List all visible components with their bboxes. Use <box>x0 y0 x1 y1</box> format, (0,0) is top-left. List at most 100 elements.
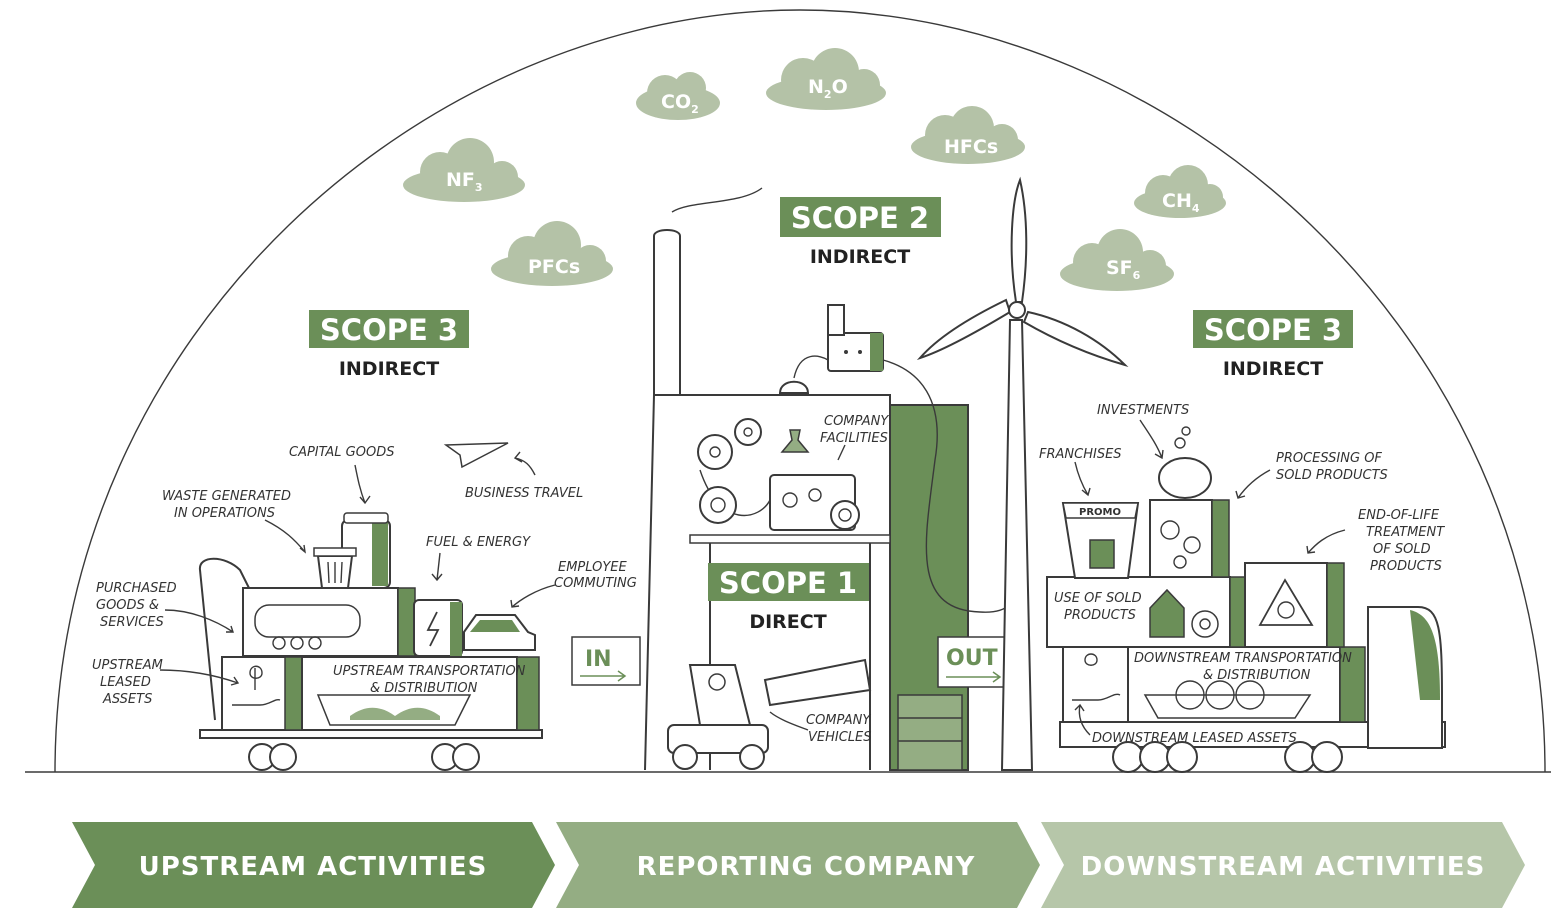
chimney <box>653 229 681 396</box>
end-of-life-label-1: END-OF-LIFE <box>1358 508 1440 523</box>
ch4-subscript: 4 <box>1192 202 1200 215</box>
in-label: IN <box>585 647 612 672</box>
n2o-tail: O <box>832 76 848 98</box>
co2-label: CO <box>661 91 691 113</box>
power-cable <box>793 355 1019 613</box>
scope3-left-banner: SCOPE 3 INDIRECT <box>309 310 469 380</box>
use-of-sold-label-1: USE OF SOLD <box>1054 591 1142 606</box>
scope2-title: SCOPE 2 <box>791 201 929 235</box>
company-facilities-label-1: COMPANY <box>824 414 889 429</box>
upstream-leased-label-3: ASSETS <box>102 692 152 707</box>
nf3-cloud: NF3 <box>403 138 525 202</box>
ship-icon <box>316 694 472 726</box>
purchased-label-3: SERVICES <box>100 615 164 630</box>
wind-turbine <box>916 176 1129 771</box>
end-of-life-label-2: TREATMENT <box>1366 525 1445 540</box>
scope3-left-subtitle: INDIRECT <box>339 358 439 380</box>
n2o-cloud: N2O <box>766 48 886 110</box>
promo-label: PROMO <box>1079 507 1121 518</box>
company-facilities-label-2: FACILITIES <box>820 431 888 446</box>
out-label: OUT <box>946 646 998 671</box>
scope2-subtitle: INDIRECT <box>810 246 910 268</box>
wheel-icon <box>699 486 737 524</box>
sf6-subscript: 6 <box>1133 269 1141 282</box>
lamp-icon <box>778 380 810 394</box>
key-hand-icon <box>232 665 281 706</box>
svg-text:CO2: CO2 <box>661 91 699 116</box>
downstream-activities-label: DOWNSTREAM ACTIVITIES <box>1081 852 1486 882</box>
processing-label-1: PROCESSING OF <box>1276 451 1382 466</box>
dome-outline <box>54 9 1546 773</box>
smoke-wisp <box>671 187 763 213</box>
use-of-sold-label-2: PRODUCTS <box>1064 608 1136 623</box>
reporting-company-label: REPORTING COMPANY <box>637 852 976 882</box>
hfcs-label: HFCs <box>944 136 998 158</box>
scope2-banner: SCOPE 2 INDIRECT <box>780 197 941 268</box>
scope3-left-title: SCOPE 3 <box>320 313 458 347</box>
pfcs-cloud: PFCs <box>491 221 613 286</box>
downstream-leased-label: DOWNSTREAM LEASED ASSETS <box>1092 731 1297 746</box>
roll-icon <box>830 500 860 530</box>
downstream-transport-label-1: DOWNSTREAM TRANSPORTATION <box>1134 651 1352 666</box>
scope1-title: SCOPE 1 <box>719 566 857 600</box>
ch4-label: CH <box>1162 190 1192 212</box>
forklift <box>667 658 872 770</box>
end-of-life-label-3: OF SOLD <box>1373 542 1431 557</box>
co2-cloud: CO2 <box>636 72 720 120</box>
gear-icon <box>697 434 733 470</box>
downstream-transport-label-2: & DISTRIBUTION <box>1203 668 1311 683</box>
upstream-cart <box>199 442 543 771</box>
company-vehicles-label-1: COMPANY <box>806 713 871 728</box>
nf3-subscript: 3 <box>475 181 483 194</box>
gear-icon <box>1183 536 1201 554</box>
key-hand-icon <box>1072 653 1121 701</box>
svg-text:CH4: CH4 <box>1162 190 1200 215</box>
waste-label-1: WASTE GENERATED <box>162 489 291 504</box>
svg-text:SF6: SF6 <box>1106 257 1141 282</box>
employee-commuting-label-2: COMMUTING <box>554 576 637 591</box>
in-box: IN <box>571 636 641 686</box>
scope3-right-title: SCOPE 3 <box>1204 313 1342 347</box>
end-of-life-label-4: PRODUCTS <box>1370 559 1442 574</box>
bottom-arrow-reporting: REPORTING COMPANY <box>556 822 1040 908</box>
svg-text:NF3: NF3 <box>446 169 483 194</box>
processing-label-2: SOLD PRODUCTS <box>1276 468 1388 483</box>
hfcs-cloud: HFCs <box>911 106 1025 164</box>
paper-plane-icon <box>443 442 509 469</box>
capital-goods-label: CAPITAL GOODS <box>289 445 394 460</box>
waste-label-2: IN OPERATIONS <box>174 506 275 521</box>
upstream-transport-label-1: UPSTREAM TRANSPORTATION <box>333 664 526 679</box>
purchased-label-2: GOODS & <box>96 598 159 613</box>
house-icon <box>1149 588 1185 638</box>
flask-icon <box>780 429 810 453</box>
franchises-label: FRANCHISES <box>1039 447 1122 462</box>
sf6-cloud: SF6 <box>1060 229 1174 291</box>
factory-door <box>897 694 963 771</box>
nf3-label: NF <box>446 169 475 191</box>
bottom-arrow-upstream: UPSTREAM ACTIVITIES <box>72 822 555 908</box>
piggy-bank-icon <box>1158 457 1212 499</box>
ch4-cloud: CH4 <box>1134 165 1226 218</box>
business-travel-label: BUSINESS TRAVEL <box>465 486 583 501</box>
gear-icon <box>1160 520 1180 540</box>
downstream-truck: PROMO <box>1046 426 1446 773</box>
n2o-label: N <box>808 76 824 98</box>
scope3-right-subtitle: INDIRECT <box>1223 358 1323 380</box>
upstream-leased-label-1: UPSTREAM <box>92 658 163 673</box>
driver-head <box>708 673 726 691</box>
upstream-leased-label-2: LEASED <box>100 675 151 690</box>
purchased-label-1: PURCHASED <box>96 581 177 596</box>
pfcs-label: PFCs <box>528 256 580 278</box>
pointer-arrows <box>159 419 1346 736</box>
upstream-transport-label-2: & DISTRIBUTION <box>370 681 478 696</box>
upstream-activities-label: UPSTREAM ACTIVITIES <box>139 852 488 882</box>
bottom-arrow-downstream: DOWNSTREAM ACTIVITIES <box>1041 822 1525 908</box>
sf6-label: SF <box>1106 257 1133 279</box>
recycle-icon <box>1258 578 1314 626</box>
scope3-right-banner: SCOPE 3 INDIRECT <box>1193 310 1353 380</box>
svg-text:N2O: N2O <box>808 76 848 101</box>
scope1-subtitle: DIRECT <box>749 611 826 633</box>
fuel-energy-label: FUEL & ENERGY <box>426 535 531 550</box>
tanker-truck-icon <box>254 604 361 638</box>
